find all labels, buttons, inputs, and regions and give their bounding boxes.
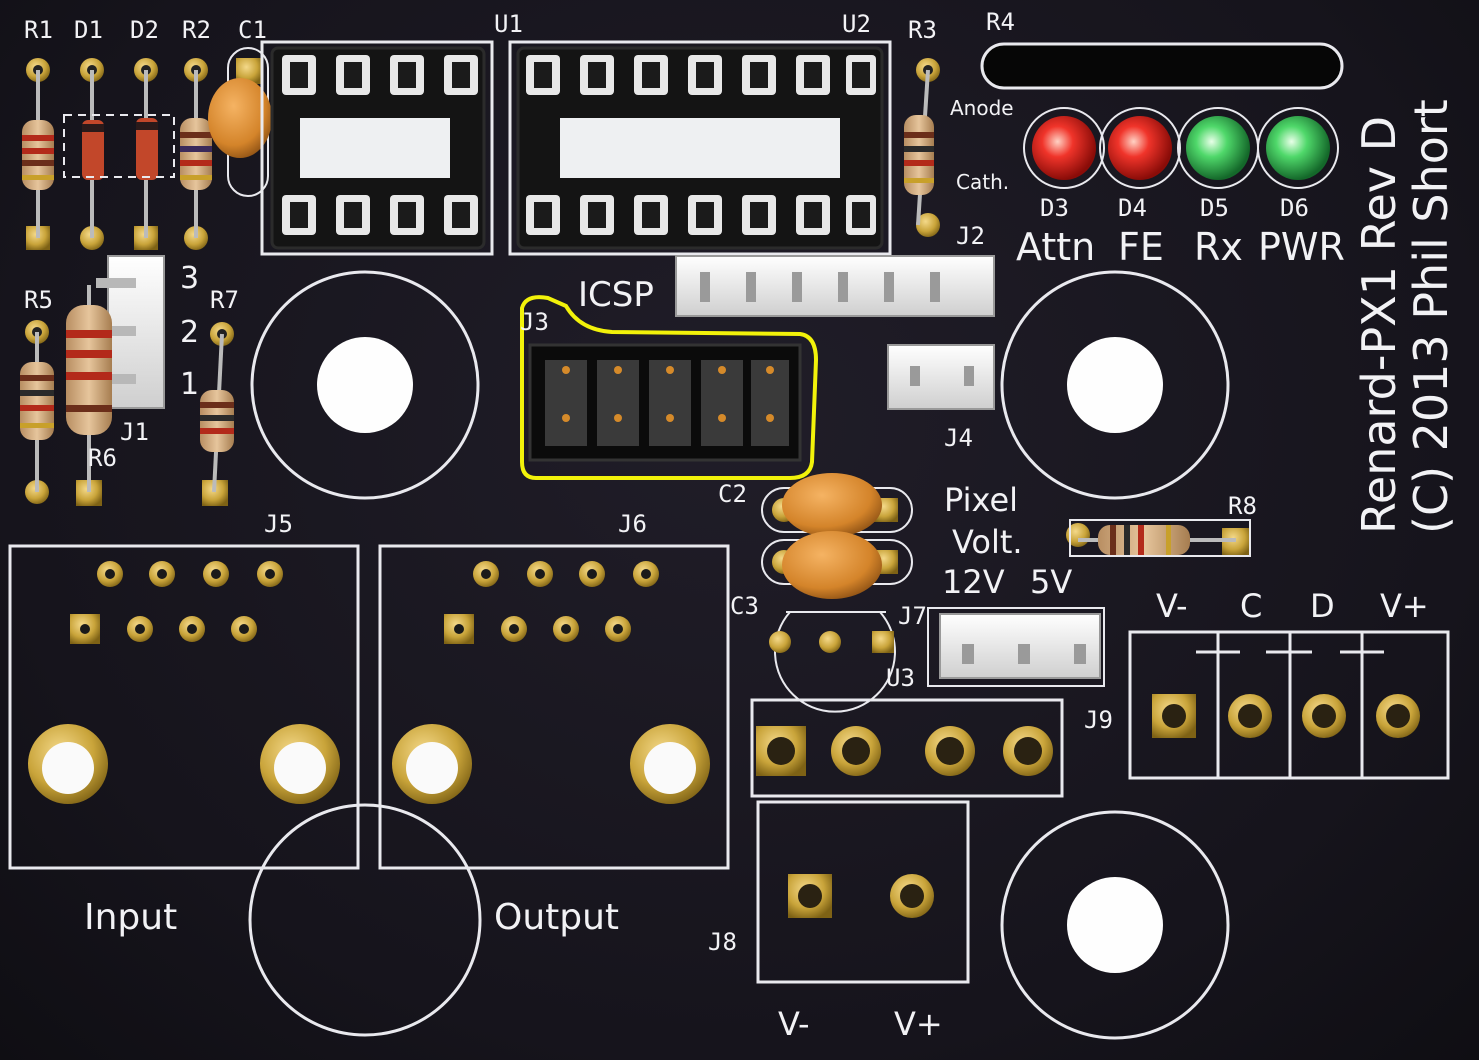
ref-d3: D3 xyxy=(1040,194,1069,222)
u2-ic-socket xyxy=(508,40,892,256)
c3-capacitor xyxy=(761,531,913,599)
ref-j6: J6 xyxy=(618,510,647,538)
ref-j5: J5 xyxy=(264,510,293,538)
d1-diode xyxy=(80,58,104,250)
ref-j9: J9 xyxy=(1084,706,1113,734)
d2-diode xyxy=(134,58,158,250)
ref-d1: D1 xyxy=(74,16,103,44)
ref-d4: D4 xyxy=(1118,194,1147,222)
ref-r2: R2 xyxy=(182,16,211,44)
label-anode: Anode xyxy=(950,96,1014,120)
ref-r7: R7 xyxy=(210,286,239,314)
r7-resistor xyxy=(200,322,234,506)
mounting-hole-outline-bottom xyxy=(248,803,482,1037)
label-pwr: PWR xyxy=(1258,225,1345,269)
led-d4 xyxy=(1099,107,1181,189)
r8-resistor xyxy=(1066,519,1251,557)
r6-resistor xyxy=(66,285,112,506)
label-attn: Attn xyxy=(1016,225,1096,269)
label-j8-vminus: V- xyxy=(778,1005,810,1043)
led-d5 xyxy=(1177,107,1259,189)
j8-terminal xyxy=(756,800,970,984)
label-rx: Rx xyxy=(1194,225,1243,269)
j5-footprint xyxy=(8,544,360,870)
j6-footprint xyxy=(378,544,730,870)
r2-resistor xyxy=(180,58,212,250)
ref-c2: C2 xyxy=(718,480,747,508)
j2-header xyxy=(675,255,995,317)
c1-capacitor xyxy=(208,47,272,197)
u1-ic-socket xyxy=(260,40,494,256)
ref-c3: C3 xyxy=(730,592,759,620)
r3-resistor xyxy=(904,58,940,237)
label-5v: 5V xyxy=(1030,563,1073,601)
ref-j1: J1 xyxy=(120,418,149,446)
label-cathode: Cath. xyxy=(956,170,1010,194)
r1-resistor xyxy=(22,58,54,250)
ref-r3: R3 xyxy=(908,16,937,44)
diode-outline xyxy=(63,114,175,178)
ref-c1: C1 xyxy=(238,16,267,44)
ref-j8: J8 xyxy=(708,928,737,956)
label-input: Input xyxy=(84,897,178,938)
mounting-hole-top-left xyxy=(250,270,480,500)
ref-u3: U3 xyxy=(886,664,915,692)
label-j9-d: D xyxy=(1310,587,1335,625)
ref-j7: J7 xyxy=(898,602,927,630)
ref-j4: J4 xyxy=(944,424,973,452)
j9-terminal xyxy=(1128,630,1450,780)
label-icsp: ICSP xyxy=(578,275,654,315)
ref-r8: R8 xyxy=(1228,492,1257,520)
board-copyright: (C) 2013 Phil Short xyxy=(1404,99,1458,534)
label-volt: Volt. xyxy=(952,523,1023,561)
mounting-hole-top-right xyxy=(1000,270,1230,500)
label-pixel: Pixel xyxy=(944,481,1019,519)
label-j8-vplus: V+ xyxy=(894,1005,943,1043)
j1-header xyxy=(96,255,165,409)
label-j1-pin3: 3 xyxy=(180,261,200,296)
label-j9-vminus: V- xyxy=(1156,587,1188,625)
j7-header xyxy=(927,607,1105,687)
label-j1-pin2: 2 xyxy=(180,315,200,350)
ref-r5: R5 xyxy=(24,286,53,314)
mounting-hole-bottom-right xyxy=(1000,810,1230,1040)
led-d3 xyxy=(1023,107,1105,189)
ref-u2: U2 xyxy=(842,10,871,38)
label-j9-c: C xyxy=(1240,587,1263,625)
r4-component xyxy=(980,42,1344,90)
label-fe: FE xyxy=(1118,225,1164,269)
label-j9-vplus: V+ xyxy=(1380,587,1429,625)
label-output: Output xyxy=(494,897,620,938)
ref-r6: R6 xyxy=(88,444,117,472)
ref-d6: D6 xyxy=(1280,194,1309,222)
j4-header xyxy=(887,344,995,410)
j3-highlight-outline xyxy=(520,295,819,480)
ref-j3: J3 xyxy=(520,308,549,336)
label-12v: 12V xyxy=(942,563,1005,601)
ref-r4: R4 xyxy=(986,8,1015,36)
ref-d2: D2 xyxy=(130,16,159,44)
u3-regulator-footprint xyxy=(769,611,896,713)
j3-header xyxy=(528,343,802,462)
r5-resistor xyxy=(20,320,54,504)
terminal-4pin xyxy=(750,698,1064,798)
ref-r1: R1 xyxy=(24,16,53,44)
led-d6 xyxy=(1257,107,1339,189)
board-title: Renard-PX1 Rev D xyxy=(1352,115,1406,534)
ref-j2: J2 xyxy=(956,222,985,250)
c2-capacitor xyxy=(761,473,913,537)
ref-d5: D5 xyxy=(1200,194,1229,222)
ref-u1: U1 xyxy=(494,10,523,38)
label-j1-pin1: 1 xyxy=(180,367,200,402)
